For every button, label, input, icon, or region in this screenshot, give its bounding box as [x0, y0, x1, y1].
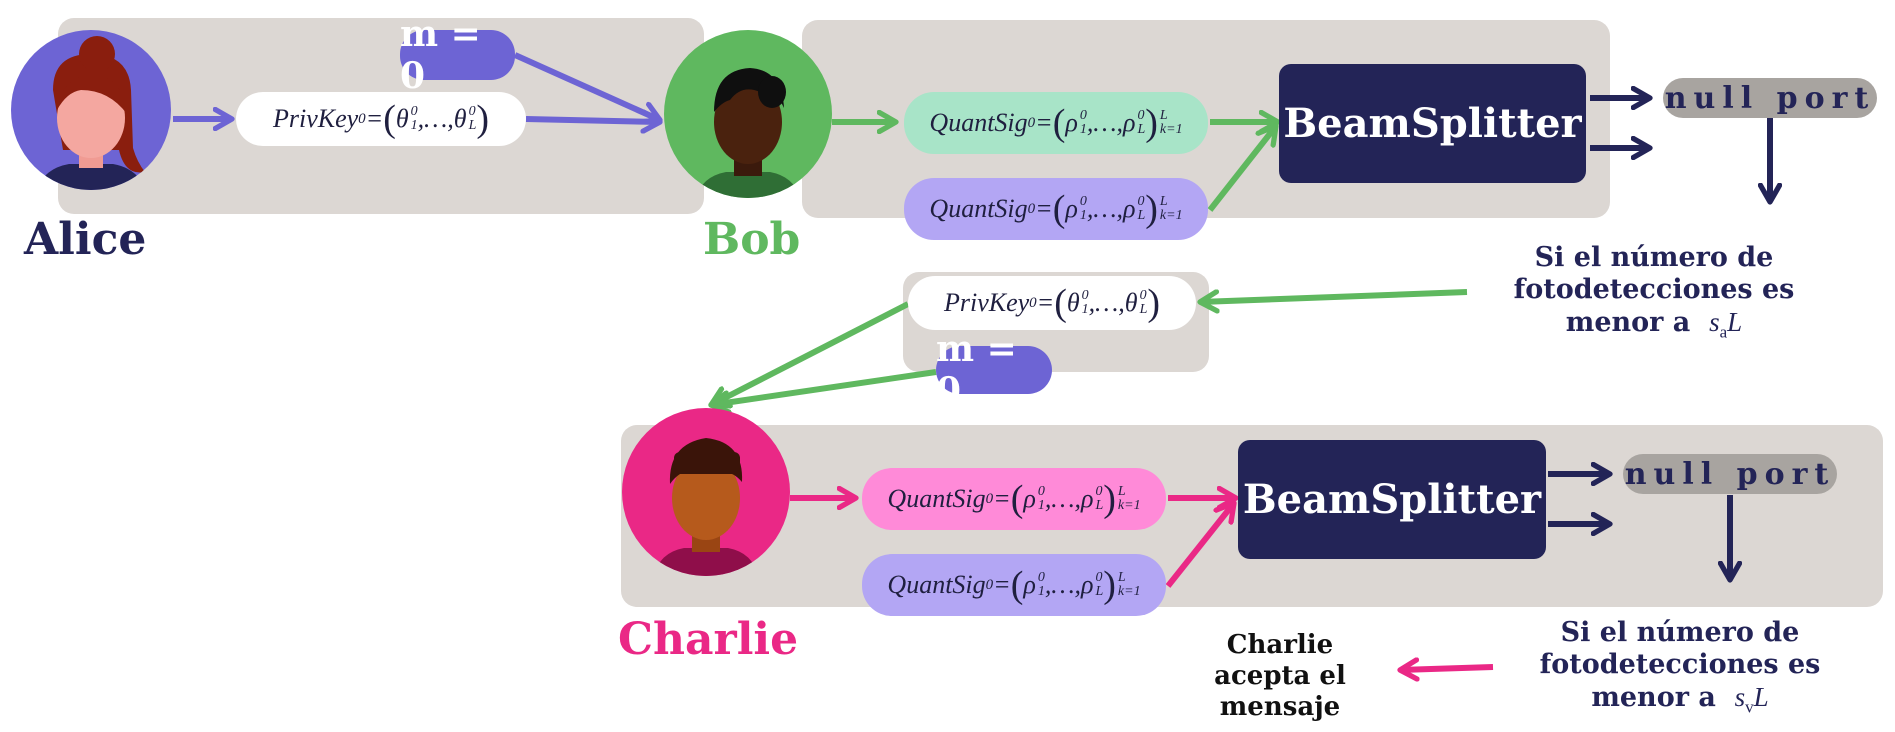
message-badge-alice: m = 0 — [400, 13, 515, 97]
alice-avatar — [11, 30, 171, 190]
charlie-avatar — [622, 408, 790, 576]
arrow-message-to-charlie — [711, 369, 937, 405]
arrow-quantsig-b-to-beamsplitter — [1207, 126, 1276, 212]
nullport-charlie: null port — [1623, 454, 1837, 494]
bob-name: Bob — [703, 214, 801, 265]
result-charlie-accepts: Charlie acepta el mensaje — [1214, 630, 1346, 722]
arrow-condition-to-privkey — [1200, 289, 1468, 302]
message-badge-bob: m = 0 — [936, 328, 1052, 412]
condition-charlie: Si el número de fotodetecciones es menor… — [1539, 617, 1821, 717]
arrow-condition-to-accept — [1400, 667, 1494, 670]
condition-bob: Si el número de fotodetecciones es menor… — [1513, 242, 1795, 342]
beamsplitter-charlie: BeamSplitter — [1238, 440, 1546, 559]
beamsplitter-bob: BeamSplitter — [1279, 64, 1586, 183]
arrow-privkey-to-bob — [525, 119, 660, 122]
alice-name: Alice — [24, 214, 147, 265]
arrow-privkey-to-charlie — [711, 301, 910, 405]
nullport-bob: null port — [1663, 78, 1877, 118]
bob-avatar — [664, 30, 832, 198]
charlie-name: Charlie — [618, 614, 799, 665]
arrow-quantsig-b-to-beamsplitter-2 — [1165, 503, 1234, 588]
arrow-message-to-bob — [513, 52, 660, 120]
